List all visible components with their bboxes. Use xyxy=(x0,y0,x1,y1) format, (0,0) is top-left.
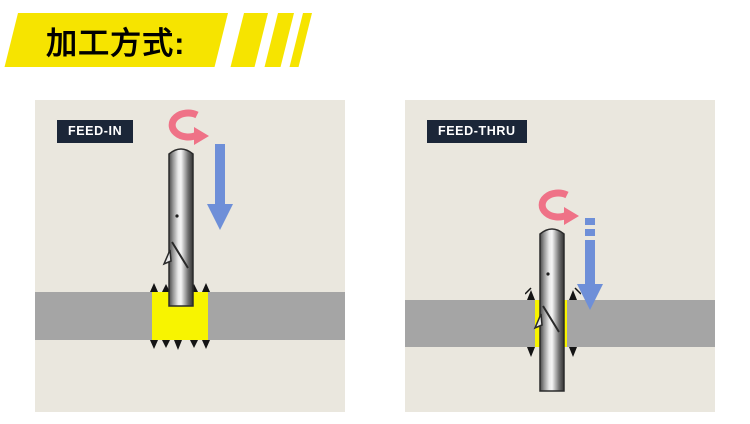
feed-arrow-icon xyxy=(207,144,233,230)
banner-stripe-2 xyxy=(264,13,294,67)
tool-flute xyxy=(171,241,189,269)
process-method-banner: 加工方式: xyxy=(4,13,229,67)
tool-cutting-edge xyxy=(162,249,172,266)
rotation-arrow-icon xyxy=(538,189,579,225)
feed-arrow-icon xyxy=(577,218,603,310)
rotation-arrow-icon xyxy=(168,109,209,145)
spark-marks xyxy=(150,283,210,350)
drill-tool xyxy=(162,148,194,307)
spark-marks xyxy=(525,287,581,300)
feed-thru-label: FEED-THRU xyxy=(427,120,527,143)
feed-in-label-text: FEED-IN xyxy=(68,124,123,138)
feed-thru-label-text: FEED-THRU xyxy=(438,124,516,138)
tool-hole xyxy=(546,272,550,276)
banner-title: 加工方式: xyxy=(46,25,186,61)
tool-cutting-edge xyxy=(533,313,543,330)
tool-hole xyxy=(175,214,179,218)
banner-stripe-1 xyxy=(230,13,268,67)
banner-stripe-3 xyxy=(289,13,312,67)
spark-marks xyxy=(527,347,577,357)
tool-flute xyxy=(542,305,560,333)
drill-tool xyxy=(533,228,565,392)
feed-in-label: FEED-IN xyxy=(57,120,134,143)
feed-in-panel: FEED-IN xyxy=(35,100,345,412)
feed-thru-panel: FEED-THRU xyxy=(405,100,715,412)
